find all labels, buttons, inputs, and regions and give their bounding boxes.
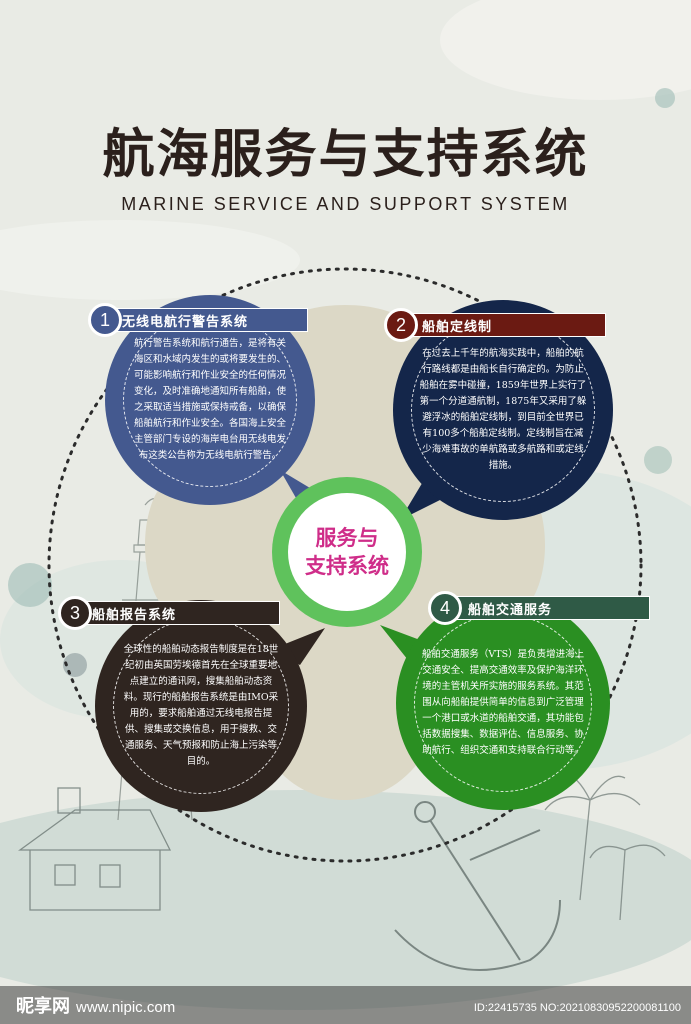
section-1-body: 航行警告系统和航行通告，是将有关海区和水域内发生的或将要发生的、可能影响航行和作… — [133, 338, 286, 461]
label-bar — [402, 313, 606, 337]
section-4-number: 4 — [428, 591, 462, 625]
label-bar — [76, 601, 280, 625]
section-3-body: 全球性的船舶动态报告制度是在18世纪初由英国劳埃德首先在全球重要地点建立的通讯网… — [123, 644, 279, 767]
section-3-number: 3 — [58, 596, 92, 630]
watermark-url: www.nipic.com — [76, 999, 176, 1016]
house-sketch — [18, 787, 172, 911]
section-4-title: 船舶交通服务 — [468, 602, 553, 618]
center-line-1: 服务与 — [315, 525, 379, 550]
watermark-bar: 昵享网 www.nipic.com ID:22415735 NO:20210830… — [0, 986, 691, 1024]
label-bar — [106, 308, 308, 332]
watermark-logo-text: 昵享网 — [16, 996, 70, 1017]
section-4-label: 4 船舶交通服务 — [428, 591, 650, 625]
center-hub: 服务与 支持系统 — [272, 477, 422, 627]
center-hub-inner: 服务与 支持系统 — [288, 493, 406, 611]
section-4-bubble: 船舶交通服务（VTS）是负责增进海上交通安全、提高交通效率及保护海洋环境的主管机… — [396, 596, 610, 810]
anchor-sketch — [394, 801, 561, 971]
palm-sketch — [544, 773, 666, 921]
watermark-logo: 昵享网 www.nipic.com — [16, 992, 175, 1018]
section-3-bubble: 全球性的船舶动态报告制度是在18世纪初由英国劳埃德首先在全球重要地点建立的通讯网… — [95, 600, 307, 812]
section-4-body: 船舶交通服务（VTS）是负责增进海上交通安全、提高交通效率及保护海洋环境的主管机… — [421, 649, 585, 756]
page-subtitle: MARINE SERVICE AND SUPPORT SYSTEM — [121, 194, 570, 214]
section-1-label: 1 无线电航行警告系统 — [88, 303, 308, 337]
section-3-label: 3 船舶报告系统 — [58, 596, 280, 630]
page-title: 航海服务与支持系统 — [102, 124, 589, 185]
section-3-title: 船舶报告系统 — [92, 607, 177, 623]
section-2-label: 2 船舶定线制 — [384, 308, 606, 342]
section-2-body: 在过去上千年的航海实践中，船舶的航行路线都是由船长自行确定的。为防止船舶在雾中碰… — [419, 348, 587, 471]
watermark-id: ID:22415735 NO:20210830952200081100 — [473, 1002, 681, 1014]
section-2-number: 2 — [384, 308, 418, 342]
section-2-title: 船舶定线制 — [422, 319, 493, 335]
label-bar — [446, 596, 650, 620]
center-line-2: 支持系统 — [305, 553, 389, 578]
section-1-number: 1 — [88, 303, 122, 337]
section-1-title: 无线电航行警告系统 — [122, 314, 249, 330]
